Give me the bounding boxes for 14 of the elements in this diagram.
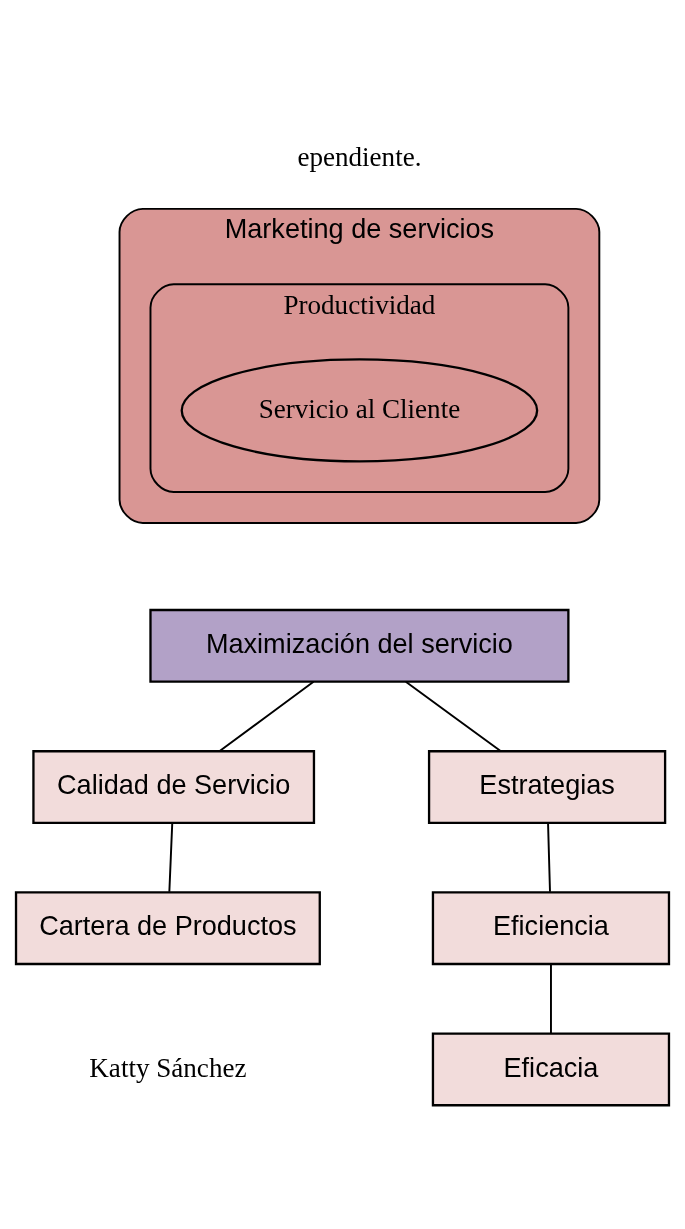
connector xyxy=(404,680,502,752)
node-box: Cartera de Productos xyxy=(14,891,321,966)
connector xyxy=(218,680,315,752)
node-box: Estrategias xyxy=(427,750,667,824)
node-box: Maximización del servicio xyxy=(149,608,570,683)
connector xyxy=(547,821,551,893)
node-box: Eficacia xyxy=(431,1032,671,1107)
connector xyxy=(168,821,174,893)
label: ependiente. xyxy=(297,141,422,172)
node-ellipse: Servicio al Cliente xyxy=(180,358,539,463)
node-box: Eficiencia xyxy=(431,891,671,966)
node-box: Calidad de Servicio xyxy=(32,750,316,824)
label: Katty Sánchez xyxy=(89,1052,247,1083)
connector xyxy=(550,963,552,1034)
